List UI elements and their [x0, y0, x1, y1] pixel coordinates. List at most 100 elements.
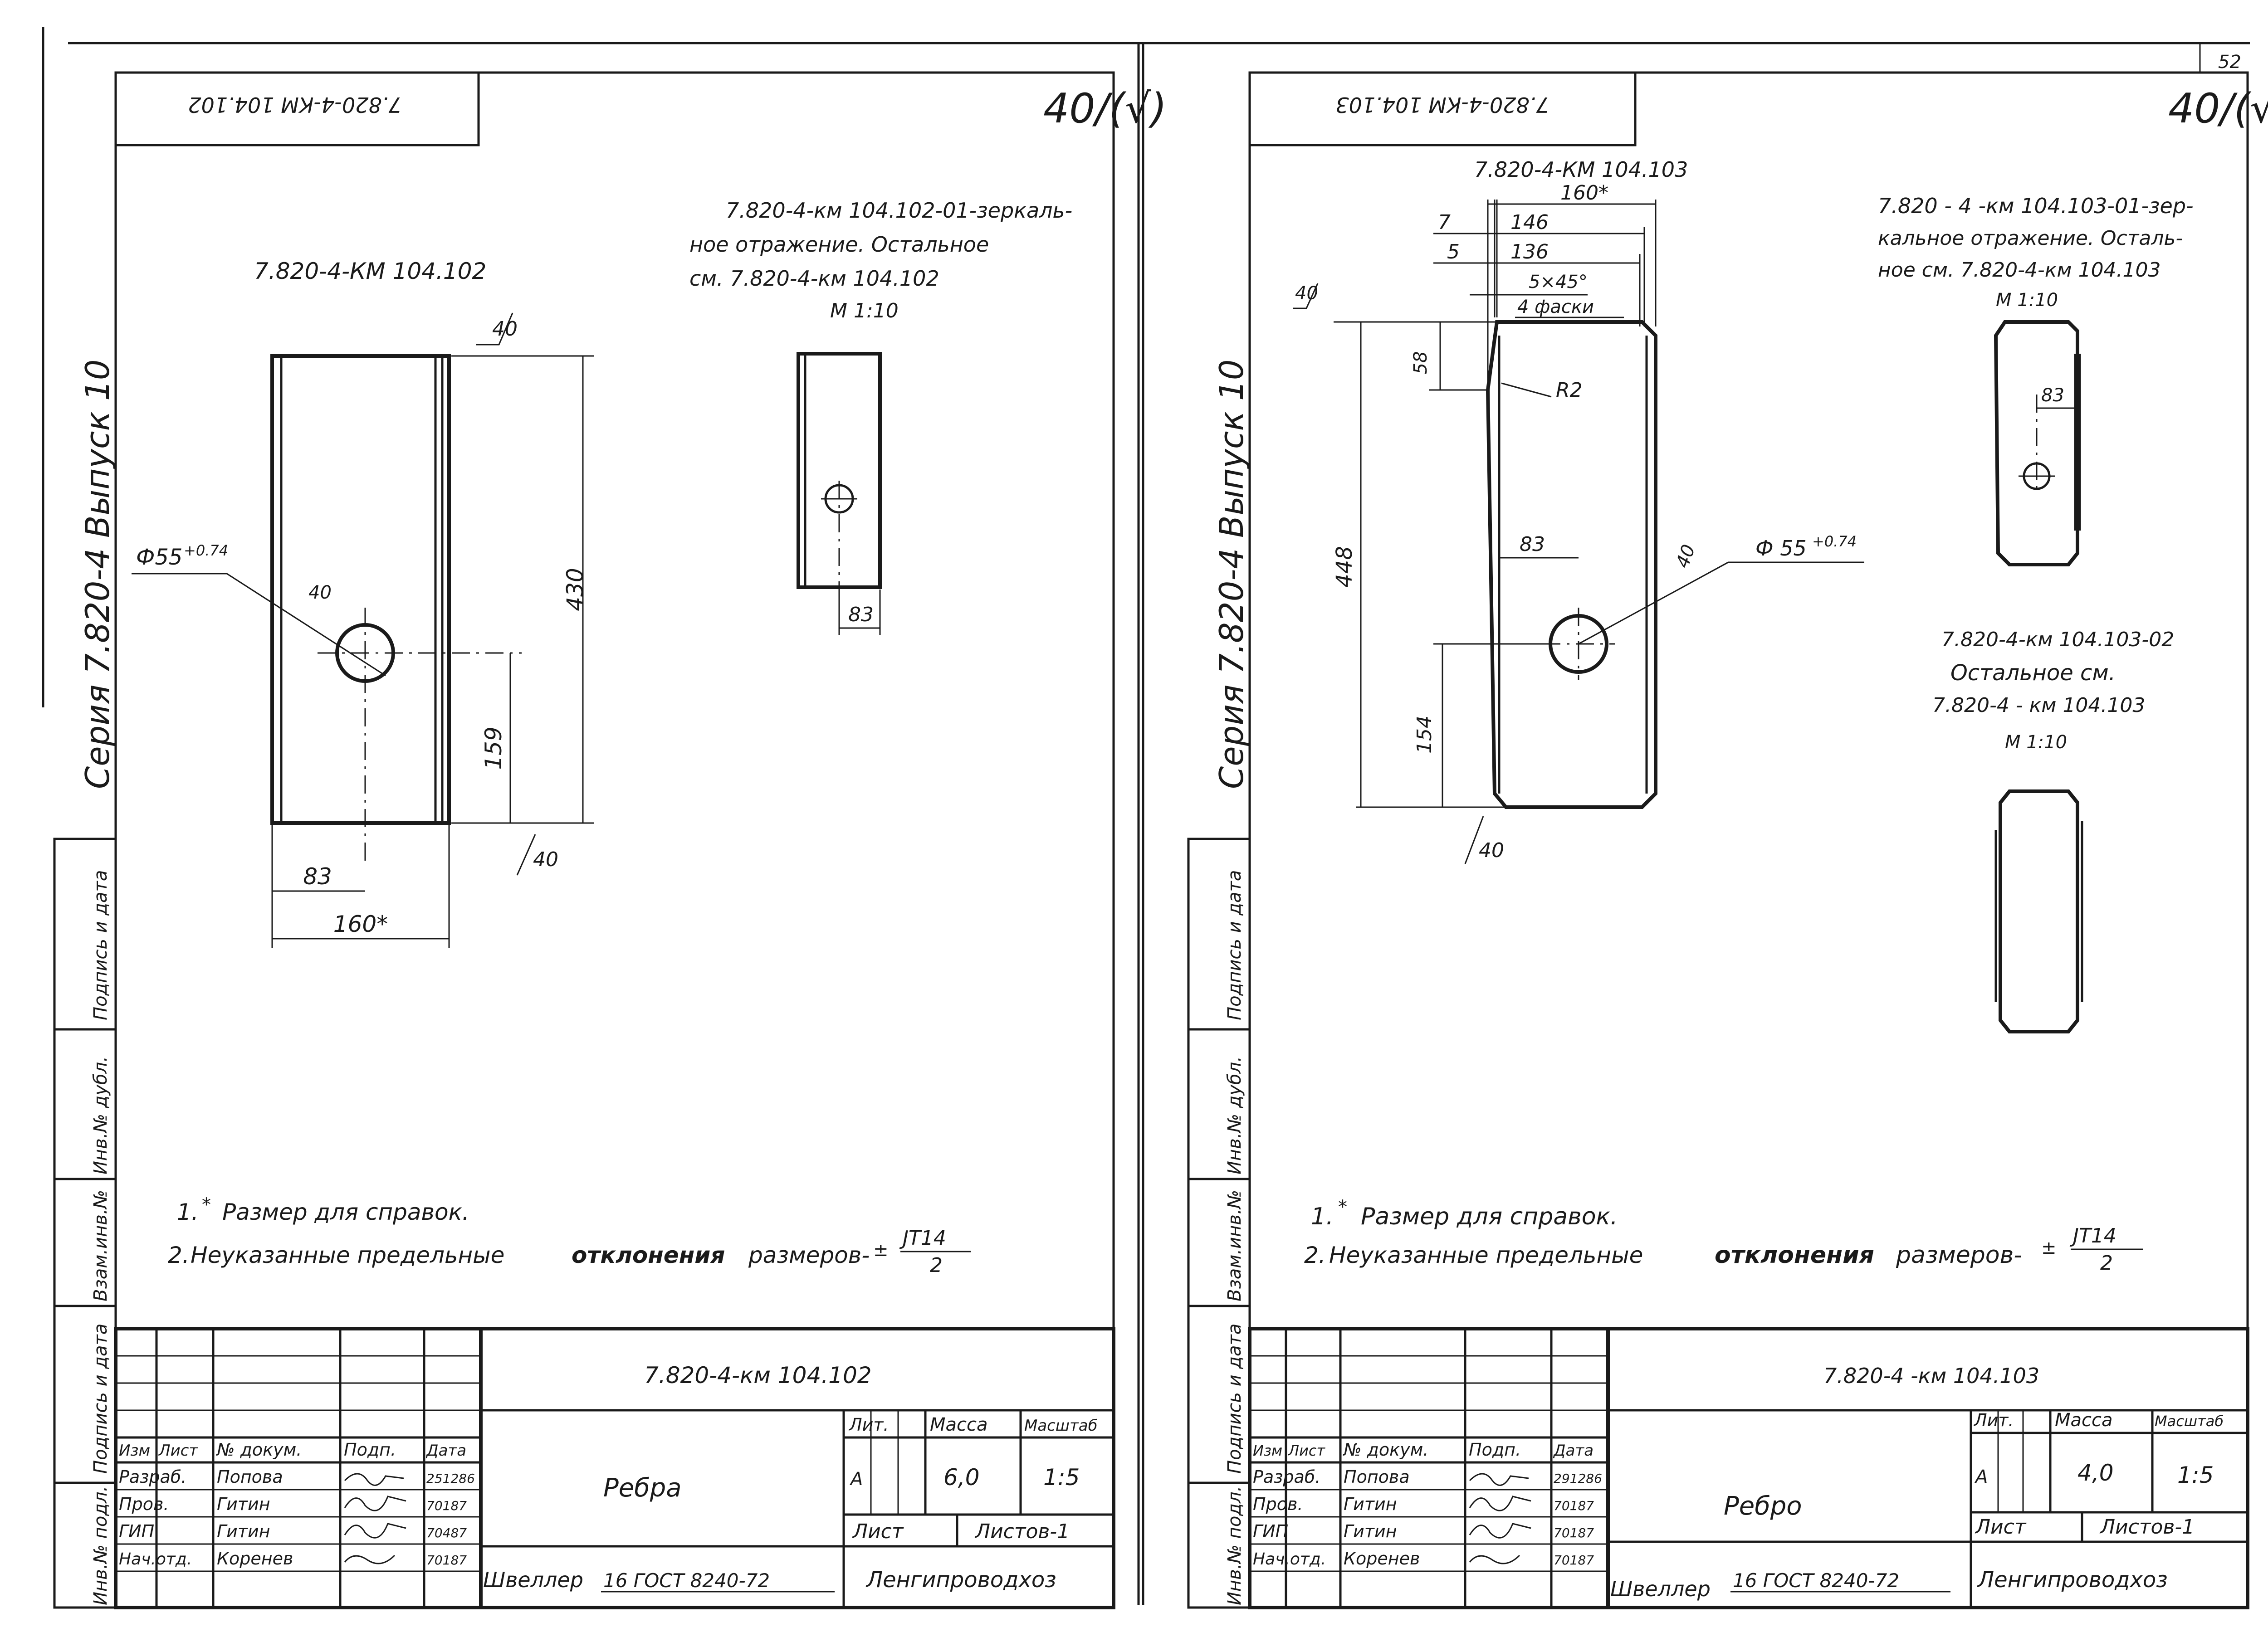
tb-hdr-date: Дата [1553, 1442, 1593, 1460]
left-stamp-box [114, 71, 480, 146]
tb-part-name: Ребро [1724, 1491, 1802, 1521]
tb-lit-label: Лит. [848, 1415, 889, 1435]
signature [344, 1523, 406, 1539]
mirror-note-line-1: 7.820 - 4 -км 104.103-01-зер- [1878, 194, 2194, 218]
mirror-note-line-2: кальное отражение. Осталь- [1878, 227, 2183, 250]
tb-person: Гитин [217, 1494, 270, 1514]
tb-role: Нач.отд. [119, 1550, 192, 1569]
note-2-text: Неуказанные предельные [191, 1242, 504, 1268]
tb-lit-label: Лит. [1973, 1410, 2014, 1430]
signature [1469, 1554, 1520, 1564]
dim-154: 154 [1413, 716, 1436, 754]
rough-bottom: 40 [1479, 839, 1504, 862]
small-dim: 83 [2041, 385, 2064, 406]
tb-sheet-label: Лист [1975, 1515, 2027, 1539]
strip-label-dup: Инв.№ дубл. [1224, 1056, 1245, 1174]
tb-hdr-doc: № докум. [1343, 1440, 1428, 1460]
strip-label-replace: Взам.инв.№ [90, 1190, 111, 1301]
leader [1501, 382, 1552, 398]
tb-frame [1248, 1327, 2249, 1609]
tb-sheets-label: Листов-1 [974, 1520, 1070, 1543]
rib-outline [270, 354, 451, 825]
rough-hole: 40 [308, 582, 332, 603]
dim-chamfer-note: 4 фаски [1517, 297, 1594, 317]
dim-hole-x: 83 [303, 863, 332, 890]
second-note-line-1: 7.820-4-км 104.103-02 [1941, 628, 2174, 651]
right-scale-note-2: М 1:10 [2005, 732, 2067, 753]
note-2-frac-num: JT14 [899, 1227, 946, 1250]
dim-7: 7 [1438, 211, 1451, 234]
right-series-label: Серия 7.820-4 Выпуск 10 [1212, 359, 1251, 789]
right-drawing-title: 7.820-4-КМ 104.103 [1474, 157, 1688, 182]
tb-role: ГИП [1253, 1521, 1288, 1541]
mirror-note-line-3: см. 7.820-4-км 104.102 [689, 266, 939, 291]
dim-width: 160* [333, 911, 388, 937]
leader [1578, 561, 1729, 645]
tb-material: Швеллер [1610, 1577, 1711, 1601]
tb-date: 70187 [1554, 1498, 1594, 1513]
tb-role: Пров. [119, 1494, 169, 1514]
note-2-pm: ± [2041, 1237, 2057, 1258]
rough-top-mark [1293, 283, 1319, 309]
right-inner-frame [1248, 71, 2249, 1609]
rough-bottom-mark [516, 834, 536, 876]
strip-label-dup: Инв.№ дубл. [90, 1056, 111, 1174]
tb-doc-code: 7.820-4-км 104.102 [644, 1362, 872, 1389]
tb-material: Швеллер [483, 1568, 583, 1592]
dim-hole-dia: Ф55 [136, 545, 182, 570]
note-2-frac-den: 2 [930, 1254, 943, 1277]
rough-hole: 40 [1672, 542, 1700, 571]
tb-date: 70187 [426, 1498, 467, 1513]
note-1-star: * [202, 1194, 211, 1215]
tb-sheets-label: Листов-1 [2099, 1515, 2195, 1539]
tb-person: Гитин [217, 1521, 270, 1541]
note-2-num: 2. [1304, 1242, 1326, 1268]
tb-scale: 1:5 [1043, 1464, 1080, 1491]
strip-label-sign-date: Подпись и дата [90, 870, 111, 1020]
left-title-block: Изм Лист № докум. Подп. Дата Разраб. Поп… [114, 1327, 1115, 1609]
tb-hdr-izm: Изм [1253, 1442, 1282, 1459]
tb-hdr-list: Лист [158, 1442, 198, 1460]
dim-width: 160* [1560, 181, 1608, 205]
tb-person: Коренев [217, 1549, 293, 1569]
note-2-frac-num: JT14 [2069, 1224, 2116, 1247]
dim-hole-tol: +0.74 [184, 542, 228, 559]
tb-frame [114, 1327, 1115, 1609]
left-sheet: 7.820-4-КМ 104.102 40/(√) Серия 7.820-4 … [53, 71, 1167, 1609]
tb-hdr-date: Дата [425, 1442, 466, 1460]
dim-5: 5 [1447, 240, 1460, 263]
tb-hdr-doc: № докум. [216, 1440, 302, 1460]
tb-mass: 6,0 [943, 1464, 980, 1491]
left-drawing-title: 7.820-4-КМ 104.102 [254, 258, 486, 284]
rough-top: 40 [492, 317, 518, 341]
note-2-bold: отклонения [572, 1242, 725, 1268]
dim-hole-x: 83 [1520, 533, 1545, 556]
mirror-note-line-2: ное отражение. Остальное [689, 232, 989, 257]
dim-height: 448 [1332, 546, 1357, 588]
rough-bottom-mark [1464, 816, 1484, 864]
tb-person: Коренев [1344, 1549, 1420, 1569]
strip-label-orig: Инв.№ подл. [1224, 1486, 1245, 1605]
tb-org: Ленгипроводхоз [865, 1567, 1056, 1593]
tb-person: Попова [1344, 1467, 1410, 1487]
tb-date: 70487 [426, 1525, 467, 1540]
mirror-note-line-3: ное см. 7.820-4-км 104.103 [1878, 258, 2161, 282]
note-2-text: Неуказанные предельные [1329, 1242, 1643, 1268]
signature [344, 1496, 406, 1511]
note-1-num: 1. [177, 1199, 199, 1225]
dim-136: 136 [1510, 240, 1549, 263]
note-1-text: Размер для справок. [222, 1199, 469, 1225]
right-stamp-code: 7.820-4-КМ 104.103 [1335, 93, 1549, 117]
note-2-bold: отклонения [1715, 1242, 1874, 1269]
strip-label-sign-date-2: Подпись и дата [90, 1324, 111, 1474]
tb-role: ГИП [119, 1521, 154, 1541]
tb-mass-label: Масса [930, 1414, 988, 1435]
signature [1469, 1473, 1529, 1486]
tb-part-name: Ребра [603, 1473, 682, 1503]
tb-role: Нач.отд. [1253, 1550, 1326, 1569]
tb-person: Гитин [1344, 1521, 1397, 1541]
note-2-tail: размеров- [1896, 1242, 2022, 1269]
dim-146: 146 [1510, 211, 1549, 234]
